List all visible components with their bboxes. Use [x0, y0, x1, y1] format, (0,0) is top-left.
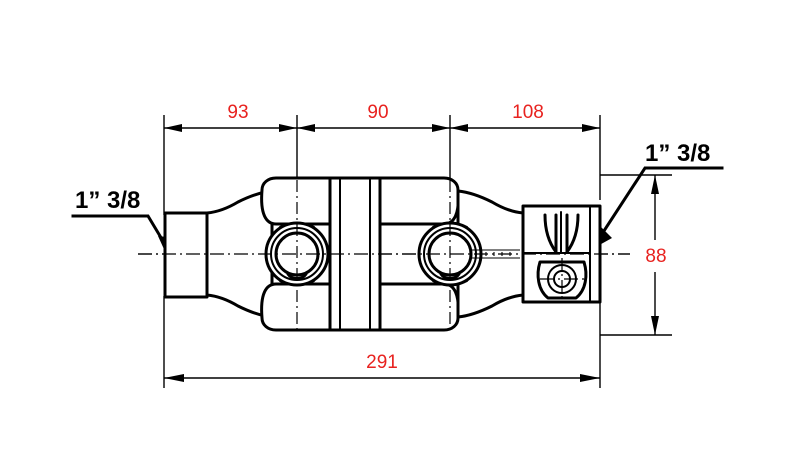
grease-passage-detail [472, 249, 520, 259]
universal-joint-assembly [138, 176, 630, 332]
left-bearing-cap [264, 221, 330, 287]
arrowhead-93-left [164, 124, 182, 132]
left-spline-callout: 1” 3/8 [71, 187, 176, 258]
arrowhead-108-left [450, 124, 468, 132]
hub-slot-right-prong [565, 213, 580, 254]
arrowhead-291-right [580, 374, 600, 382]
left-yoke-upper-arm [260, 176, 342, 226]
overall-dimension: 291 [164, 352, 600, 382]
arrowhead-291-left [164, 374, 184, 382]
arrowhead-88-bottom [651, 316, 659, 335]
arrowhead-108-right [582, 124, 600, 132]
left-bearing-top-seat [279, 222, 315, 228]
leader-line-left [71, 214, 169, 249]
callout-label-right: 1” 3/8 [645, 140, 710, 167]
extension-lines [163, 115, 672, 388]
hub-slot-left-prong [543, 213, 558, 254]
top-dimension-chain: 93 90 108 [164, 102, 600, 132]
arrowhead-88-top [651, 175, 659, 194]
arrowhead-90-left [297, 124, 315, 132]
height-dimension: 88 [645, 175, 667, 335]
center-yoke-lower-arm-right [378, 282, 460, 332]
dim-label-88: 88 [645, 246, 666, 267]
dim-label-93: 93 [227, 102, 248, 123]
arrowhead-93-right [279, 124, 297, 132]
leader-line-right [597, 166, 724, 240]
left-spline-shaft [163, 211, 209, 299]
callout-label-left: 1” 3/8 [75, 187, 140, 214]
dim-label-90: 90 [367, 102, 388, 123]
right-bearing-top-seat [432, 222, 468, 228]
left-yoke-lower-arm [260, 282, 342, 332]
dim-label-108: 108 [512, 102, 544, 123]
center-yoke-upper-arm-right [378, 176, 460, 226]
arrowhead-90-right [432, 124, 450, 132]
dim-label-291: 291 [366, 352, 398, 373]
